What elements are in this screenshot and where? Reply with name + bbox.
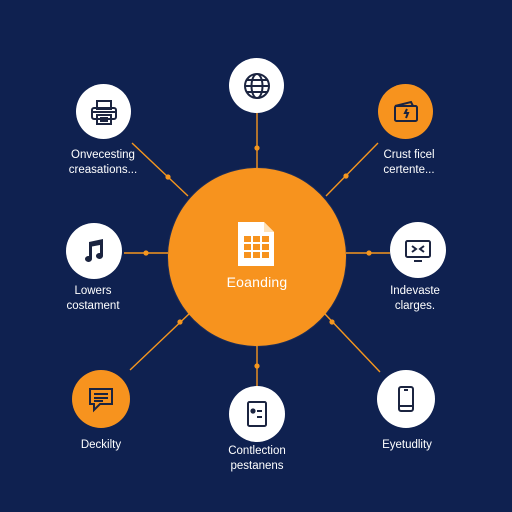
connector-dot-top-left <box>165 174 171 180</box>
connector-bottom-right <box>324 313 381 373</box>
node-label-top-left: Onvecesting creasations... <box>38 148 168 178</box>
node-label-left: Lowers costament <box>28 284 158 314</box>
node-bottom[interactable] <box>229 386 285 442</box>
connector-dot-bottom-right <box>329 319 335 325</box>
connector-dot-top-right <box>343 173 349 179</box>
connector-dot-bottom <box>254 363 260 369</box>
node-label-top-right: Crust ficel certente... <box>344 148 474 178</box>
node-label-bottom: Contlection pestanens <box>192 444 322 474</box>
connector-dot-top <box>254 145 260 151</box>
music-note-icon <box>85 239 103 262</box>
node-label-line: Onvecesting <box>71 149 135 161</box>
central-hub: Eoanding <box>168 168 346 346</box>
node-top-right[interactable] <box>378 84 433 139</box>
node-label-line: pestanens <box>230 460 284 472</box>
connector-dot-bottom-left <box>177 319 183 325</box>
node-label-line: Lowers <box>74 285 112 297</box>
node-label-line: Eyetudlity <box>382 439 432 451</box>
node-label-line: Indevaste <box>390 285 440 297</box>
node-label-line: costament <box>66 300 120 312</box>
spreadsheet-document-icon <box>238 222 274 266</box>
node-label-bottom-right: Eyetudlity <box>342 438 472 453</box>
node-label-line: clarges. <box>394 300 436 312</box>
node-label-bottom-left: Deckilty <box>36 438 166 453</box>
node-label-line: Deckilty <box>80 439 122 451</box>
monitor-icon <box>405 240 431 262</box>
connector-dot-left <box>143 250 149 256</box>
node-label-line: Contlection <box>228 445 286 457</box>
node-bottom-left[interactable] <box>72 370 130 428</box>
document-icon <box>247 401 267 427</box>
wallet-icon <box>393 100 418 122</box>
connector-top-right <box>325 142 379 197</box>
node-bottom-right[interactable] <box>377 370 435 428</box>
node-top-left[interactable] <box>76 84 131 139</box>
node-top[interactable] <box>229 58 284 113</box>
node-label-line: certente... <box>383 164 435 176</box>
node-left[interactable] <box>66 223 122 279</box>
smartphone-icon <box>398 386 414 412</box>
printer-icon <box>90 99 117 125</box>
notes-icon <box>89 388 113 413</box>
hub-label: Eoanding <box>226 274 288 290</box>
node-label-line: creasations... <box>68 164 138 176</box>
globe-icon <box>243 72 270 99</box>
node-label-right: Indevaste clarges. <box>350 284 480 314</box>
node-label-line: Crust ficel <box>383 149 435 161</box>
connector-dot-right <box>366 250 372 256</box>
node-right[interactable] <box>390 222 446 278</box>
connector-top-left <box>131 142 189 197</box>
